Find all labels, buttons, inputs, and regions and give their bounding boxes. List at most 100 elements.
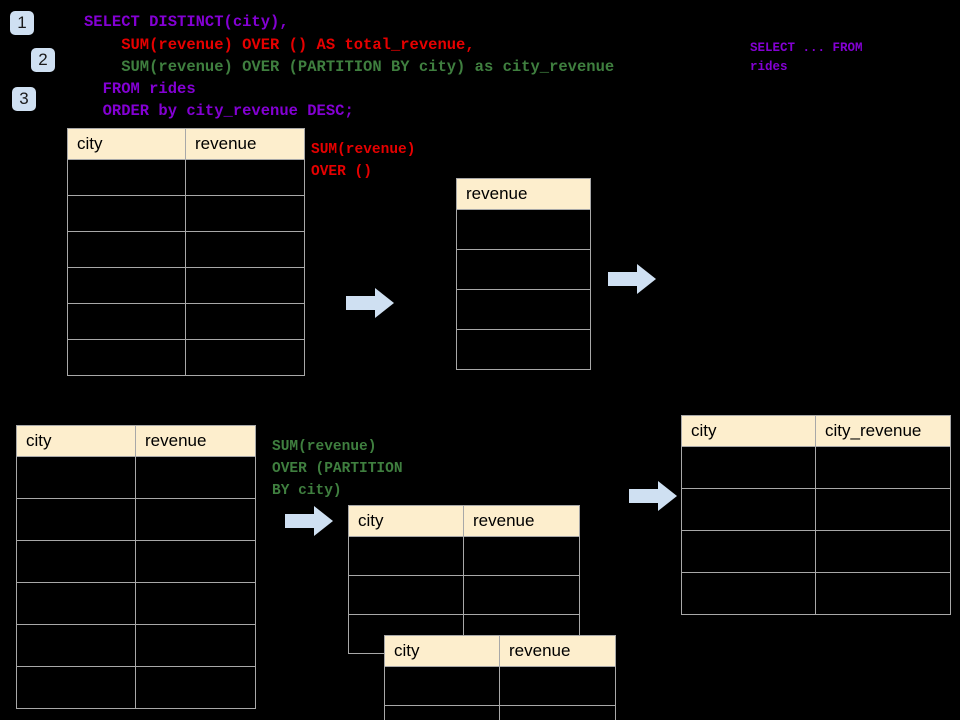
annotation-over-partition: SUM(revenue) OVER (PARTITION BY city) bbox=[272, 439, 403, 499]
cell-revenue bbox=[135, 540, 256, 583]
column-header-revenue: revenue bbox=[456, 178, 591, 210]
cell-city bbox=[67, 303, 186, 340]
table-header-row: revenue bbox=[456, 178, 591, 210]
cell-revenue bbox=[185, 339, 305, 376]
table-row bbox=[456, 249, 591, 290]
annotation-over-empty: SUM(revenue) OVER () bbox=[311, 142, 416, 180]
arrow-head-icon bbox=[375, 288, 394, 318]
table-partition-back: city revenue bbox=[348, 505, 580, 654]
column-header-revenue: revenue bbox=[135, 425, 256, 457]
arrow-shaft bbox=[346, 296, 376, 310]
cell-revenue bbox=[135, 666, 256, 709]
table-row bbox=[67, 195, 305, 232]
arrow-head-icon bbox=[314, 506, 333, 536]
cell-revenue bbox=[185, 195, 305, 232]
sql-side-note: SELECT ... FROM rides bbox=[750, 41, 863, 74]
table-header-row: city revenue bbox=[384, 635, 616, 667]
table-row bbox=[681, 488, 951, 531]
cell-revenue bbox=[499, 705, 616, 720]
cell-city bbox=[681, 530, 816, 573]
table-header-row: city revenue bbox=[67, 128, 305, 160]
sql-line-total-revenue: SUM(revenue) OVER () AS total_revenue, bbox=[84, 36, 475, 54]
cell-city bbox=[67, 159, 186, 196]
table-row bbox=[67, 339, 305, 376]
cell-revenue bbox=[185, 267, 305, 304]
cell-city bbox=[681, 572, 816, 615]
cell-city bbox=[16, 624, 136, 667]
cell-city-revenue bbox=[815, 446, 951, 489]
arrow-shaft bbox=[285, 514, 315, 528]
cell-revenue bbox=[456, 249, 591, 290]
cell-city-revenue bbox=[815, 572, 951, 615]
column-header-revenue: revenue bbox=[463, 505, 580, 537]
table-row bbox=[67, 267, 305, 304]
cell-revenue bbox=[456, 209, 591, 250]
arrow-shaft bbox=[629, 489, 659, 503]
cell-revenue bbox=[185, 303, 305, 340]
table-row bbox=[67, 231, 305, 268]
table-row bbox=[681, 572, 951, 615]
step-badge-3[interactable]: 3 bbox=[12, 87, 36, 111]
arrow-total-to-result bbox=[608, 264, 656, 294]
cell-revenue bbox=[456, 289, 591, 330]
cell-city bbox=[67, 267, 186, 304]
table-row bbox=[681, 446, 951, 489]
cell-city bbox=[16, 498, 136, 541]
table-source-bottom: city revenue bbox=[16, 425, 256, 709]
cell-revenue bbox=[463, 536, 580, 576]
column-header-city: city bbox=[67, 128, 186, 160]
table-total-revenue: revenue bbox=[456, 178, 591, 370]
sql-line-from-rides: FROM rides bbox=[84, 80, 196, 98]
table-row bbox=[16, 498, 256, 541]
arrow-source-to-partition bbox=[285, 506, 333, 536]
column-header-city-revenue: city_revenue bbox=[815, 415, 951, 447]
cell-city bbox=[384, 705, 500, 720]
table-row bbox=[16, 624, 256, 667]
cell-revenue bbox=[135, 456, 256, 499]
column-header-revenue: revenue bbox=[185, 128, 305, 160]
cell-city bbox=[16, 582, 136, 625]
cell-revenue bbox=[135, 498, 256, 541]
table-row bbox=[384, 705, 616, 720]
cell-revenue bbox=[456, 329, 591, 370]
table-row bbox=[67, 159, 305, 196]
table-result: city city_revenue bbox=[681, 415, 951, 615]
cell-revenue bbox=[185, 231, 305, 268]
cell-city bbox=[348, 536, 464, 576]
arrow-head-icon bbox=[637, 264, 656, 294]
cell-revenue bbox=[135, 582, 256, 625]
table-header-row: city revenue bbox=[16, 425, 256, 457]
sql-line-select-distinct: SELECT DISTINCT(city), bbox=[84, 13, 289, 31]
arrow-head-icon bbox=[658, 481, 677, 511]
step-badge-2[interactable]: 2 bbox=[31, 48, 55, 72]
table-row bbox=[348, 536, 580, 576]
table-source-top: city revenue bbox=[67, 128, 305, 376]
cell-city bbox=[348, 575, 464, 615]
column-header-city: city bbox=[681, 415, 816, 447]
table-partition-front: city revenue bbox=[384, 635, 616, 720]
table-row bbox=[16, 582, 256, 625]
cell-city bbox=[681, 488, 816, 531]
table-header-row: city revenue bbox=[348, 505, 580, 537]
arrow-partition-to-result bbox=[629, 481, 677, 511]
column-header-city: city bbox=[384, 635, 500, 667]
table-row bbox=[681, 530, 951, 573]
cell-revenue bbox=[185, 159, 305, 196]
table-header-row: city city_revenue bbox=[681, 415, 951, 447]
cell-city bbox=[67, 339, 186, 376]
column-header-revenue: revenue bbox=[499, 635, 616, 667]
cell-city bbox=[16, 666, 136, 709]
cell-revenue bbox=[463, 575, 580, 615]
cell-city bbox=[67, 231, 186, 268]
column-header-city: city bbox=[348, 505, 464, 537]
cell-city bbox=[16, 540, 136, 583]
step-badge-1[interactable]: 1 bbox=[10, 11, 34, 35]
cell-revenue bbox=[135, 624, 256, 667]
table-row bbox=[456, 209, 591, 250]
cell-revenue bbox=[499, 666, 616, 706]
sql-line-city-revenue: SUM(revenue) OVER (PARTITION BY city) as… bbox=[84, 58, 615, 76]
table-row bbox=[16, 456, 256, 499]
cell-city bbox=[16, 456, 136, 499]
cell-city bbox=[681, 446, 816, 489]
